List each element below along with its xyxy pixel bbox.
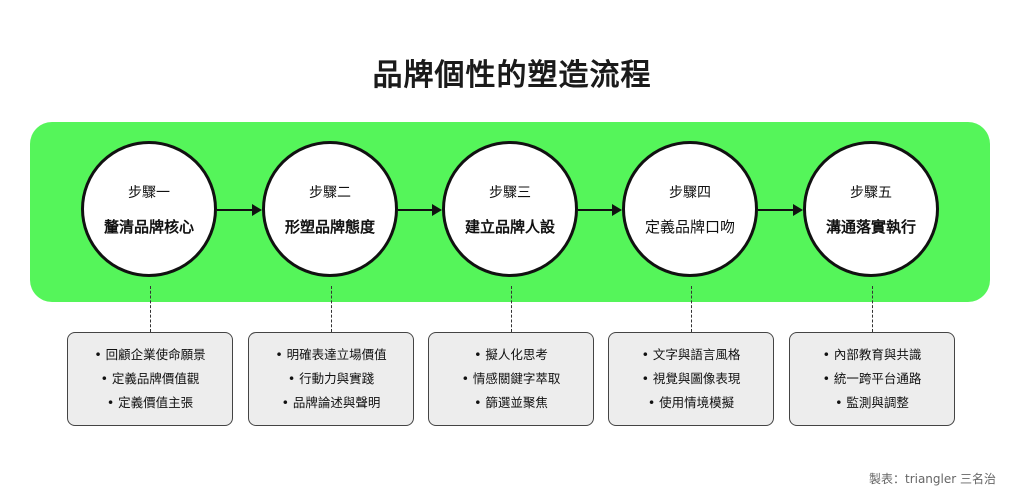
dashed-connector [331,286,332,332]
list-item: • 文字與語言風格 [641,347,741,362]
list-item: • 使用情境模擬 [647,395,735,410]
list-item: • 擬人化思考 [474,347,548,362]
list-item: • 內部教育與共識 [822,347,922,362]
arrow-line [578,209,613,211]
step-name: 定義品牌口吻 [644,217,735,236]
step-detail-box-5: • 內部教育與共識 • 統一跨平台通路 • 監測與調整 [789,332,955,426]
step-detail-box-1: • 回顧企業使命願景 • 定義品牌價值觀 • 定義價值主張 [67,332,233,426]
step-detail-box-2: • 明確表達立場價值 • 行動力與實踐 • 品牌論述與聲明 [248,332,414,426]
step-detail-box-4: • 文字與語言風格 • 視覺與圖像表現 • 使用情境模擬 [608,332,774,426]
list-item: • 定義價值主張 [106,395,194,410]
step-name: 形塑品牌態度 [284,217,375,236]
step-label: 步驟五 [850,184,892,201]
step-label: 步驟三 [489,184,531,201]
dashed-connector [872,286,873,332]
step-label: 步驟四 [669,184,711,201]
list-item: • 定義品牌價值觀 [100,371,200,386]
step-name: 建立品牌人設 [464,217,555,236]
arrow-right-icon [793,204,803,216]
list-item: • 統一跨平台通路 [822,371,922,386]
source-credit: 製表：triangler 三名治 [868,472,996,486]
list-item: • 回顧企業使命願景 [94,347,206,362]
arrow-right-icon [432,204,442,216]
dashed-connector [691,286,692,332]
list-item: • 情感關鍵字萃取 [461,371,561,386]
list-item: • 視覺與圖像表現 [641,371,741,386]
list-item: • 監測與調整 [835,395,909,410]
arrow-line [758,209,794,211]
step-name: 溝通落實執行 [825,217,916,236]
step-circle-5: 步驟五 溝通落實執行 [803,141,939,277]
arrow-line [217,209,253,211]
step-label: 步驟一 [128,184,170,201]
list-item: • 行動力與實踐 [287,371,375,386]
step-circle-2: 步驟二 形塑品牌態度 [262,141,398,277]
list-item: • 明確表達立場價值 [275,347,387,362]
arrow-line [398,209,433,211]
page-title: 品牌個性的塑造流程 [372,58,652,93]
step-circle-3: 步驟三 建立品牌人設 [442,141,578,277]
step-name: 釐清品牌核心 [103,217,194,236]
step-circle-1: 步驟一 釐清品牌核心 [81,141,217,277]
step-detail-box-3: • 擬人化思考 • 情感關鍵字萃取 • 篩選並聚焦 [428,332,594,426]
dashed-connector [150,286,151,332]
arrow-right-icon [252,204,262,216]
step-label: 步驟二 [309,184,351,201]
arrow-right-icon [612,204,622,216]
list-item: • 篩選並聚焦 [474,395,548,410]
list-item: • 品牌論述與聲明 [281,395,381,410]
step-circle-4: 步驟四 定義品牌口吻 [622,141,758,277]
dashed-connector [511,286,512,332]
